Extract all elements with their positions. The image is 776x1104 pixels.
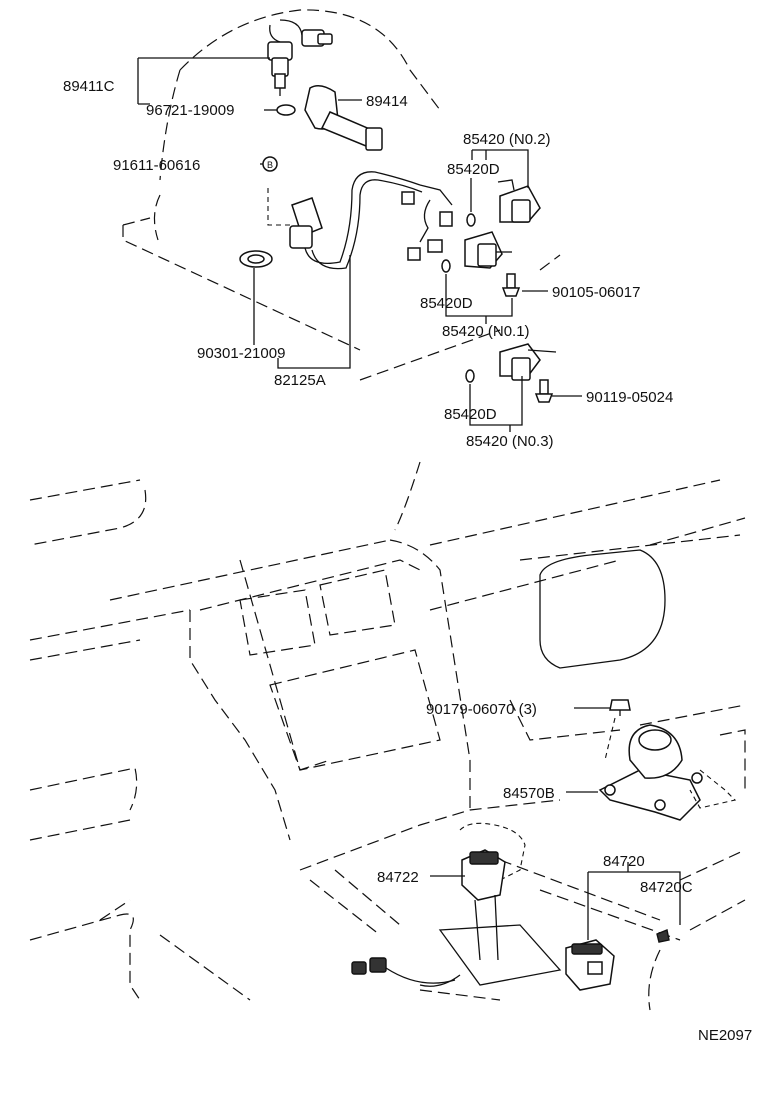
screw-guide-line: [604, 717, 616, 761]
label-85420D-a: 85420D: [447, 161, 500, 178]
label-89411C: 89411C: [63, 78, 115, 95]
label-90105-06017: 90105-06017: [552, 284, 640, 301]
label-84570B: 84570B: [503, 785, 555, 802]
oring-85420D-a: [466, 213, 476, 227]
shift-lever-cover-84722: [419, 822, 562, 987]
label-84720C: 84720C: [640, 879, 693, 896]
labels: 89411C 96721-19009 89414 91611-60616 854…: [63, 78, 752, 1044]
label-82125A: 82125A: [274, 372, 326, 389]
label-90119-05024: 90119-05024: [586, 389, 673, 406]
label-89414: 89414: [366, 93, 408, 110]
bolt-90119: [534, 379, 554, 403]
upper-leader-lines: [137, 57, 582, 432]
lower-leader-lines: [430, 707, 681, 940]
label-90179-06070: 90179-06070 (3): [426, 701, 537, 718]
gasket-inner: [247, 254, 265, 264]
vsv-85420-no3: [499, 343, 557, 381]
label-85420D-b: 85420D: [420, 295, 473, 312]
label-85420-no2: 85420 (N0.2): [463, 131, 551, 148]
label-84722: 84722: [377, 869, 419, 886]
label-96721-19009: 96721-19009: [146, 102, 234, 119]
label-91611-60616: 91611-60616: [113, 157, 200, 174]
label-90301-21009: 90301-21009: [197, 345, 285, 362]
upper-dashed-outline: [122, 9, 561, 381]
label-85420-no1: 85420 (N0.1): [442, 323, 530, 340]
sensor-89414: [304, 85, 383, 151]
bolt-marker-b: B: [262, 156, 278, 172]
label-84720: 84720: [603, 853, 645, 870]
label-85420-no3: 85420 (N0.3): [466, 433, 554, 450]
vsv-85420-no1: [464, 231, 512, 269]
oxygen-sensor-89411C: [267, 19, 333, 96]
connector-plug: [351, 957, 456, 984]
bolt-marker-letter: B: [267, 160, 273, 170]
armrest-pad: [539, 549, 666, 669]
screw-90179: [609, 699, 631, 716]
bulb-84720C: [656, 929, 670, 943]
oring-85420D-b: [441, 259, 451, 273]
wire-harness-82125A: [289, 171, 453, 270]
oring-85420D-c: [465, 369, 475, 383]
vsv-85420-no2: [497, 179, 541, 223]
lower-dashed-outline: [29, 461, 746, 1011]
switch-housing-84570B: [598, 724, 703, 821]
label-85420D-c: 85420D: [444, 406, 497, 423]
diagram-code: NE2097: [698, 1027, 752, 1044]
gasket-96721: [276, 104, 296, 116]
bolt-90105: [501, 273, 521, 297]
switch-hidden-lines: [689, 769, 737, 809]
switch-84720: [565, 939, 615, 991]
